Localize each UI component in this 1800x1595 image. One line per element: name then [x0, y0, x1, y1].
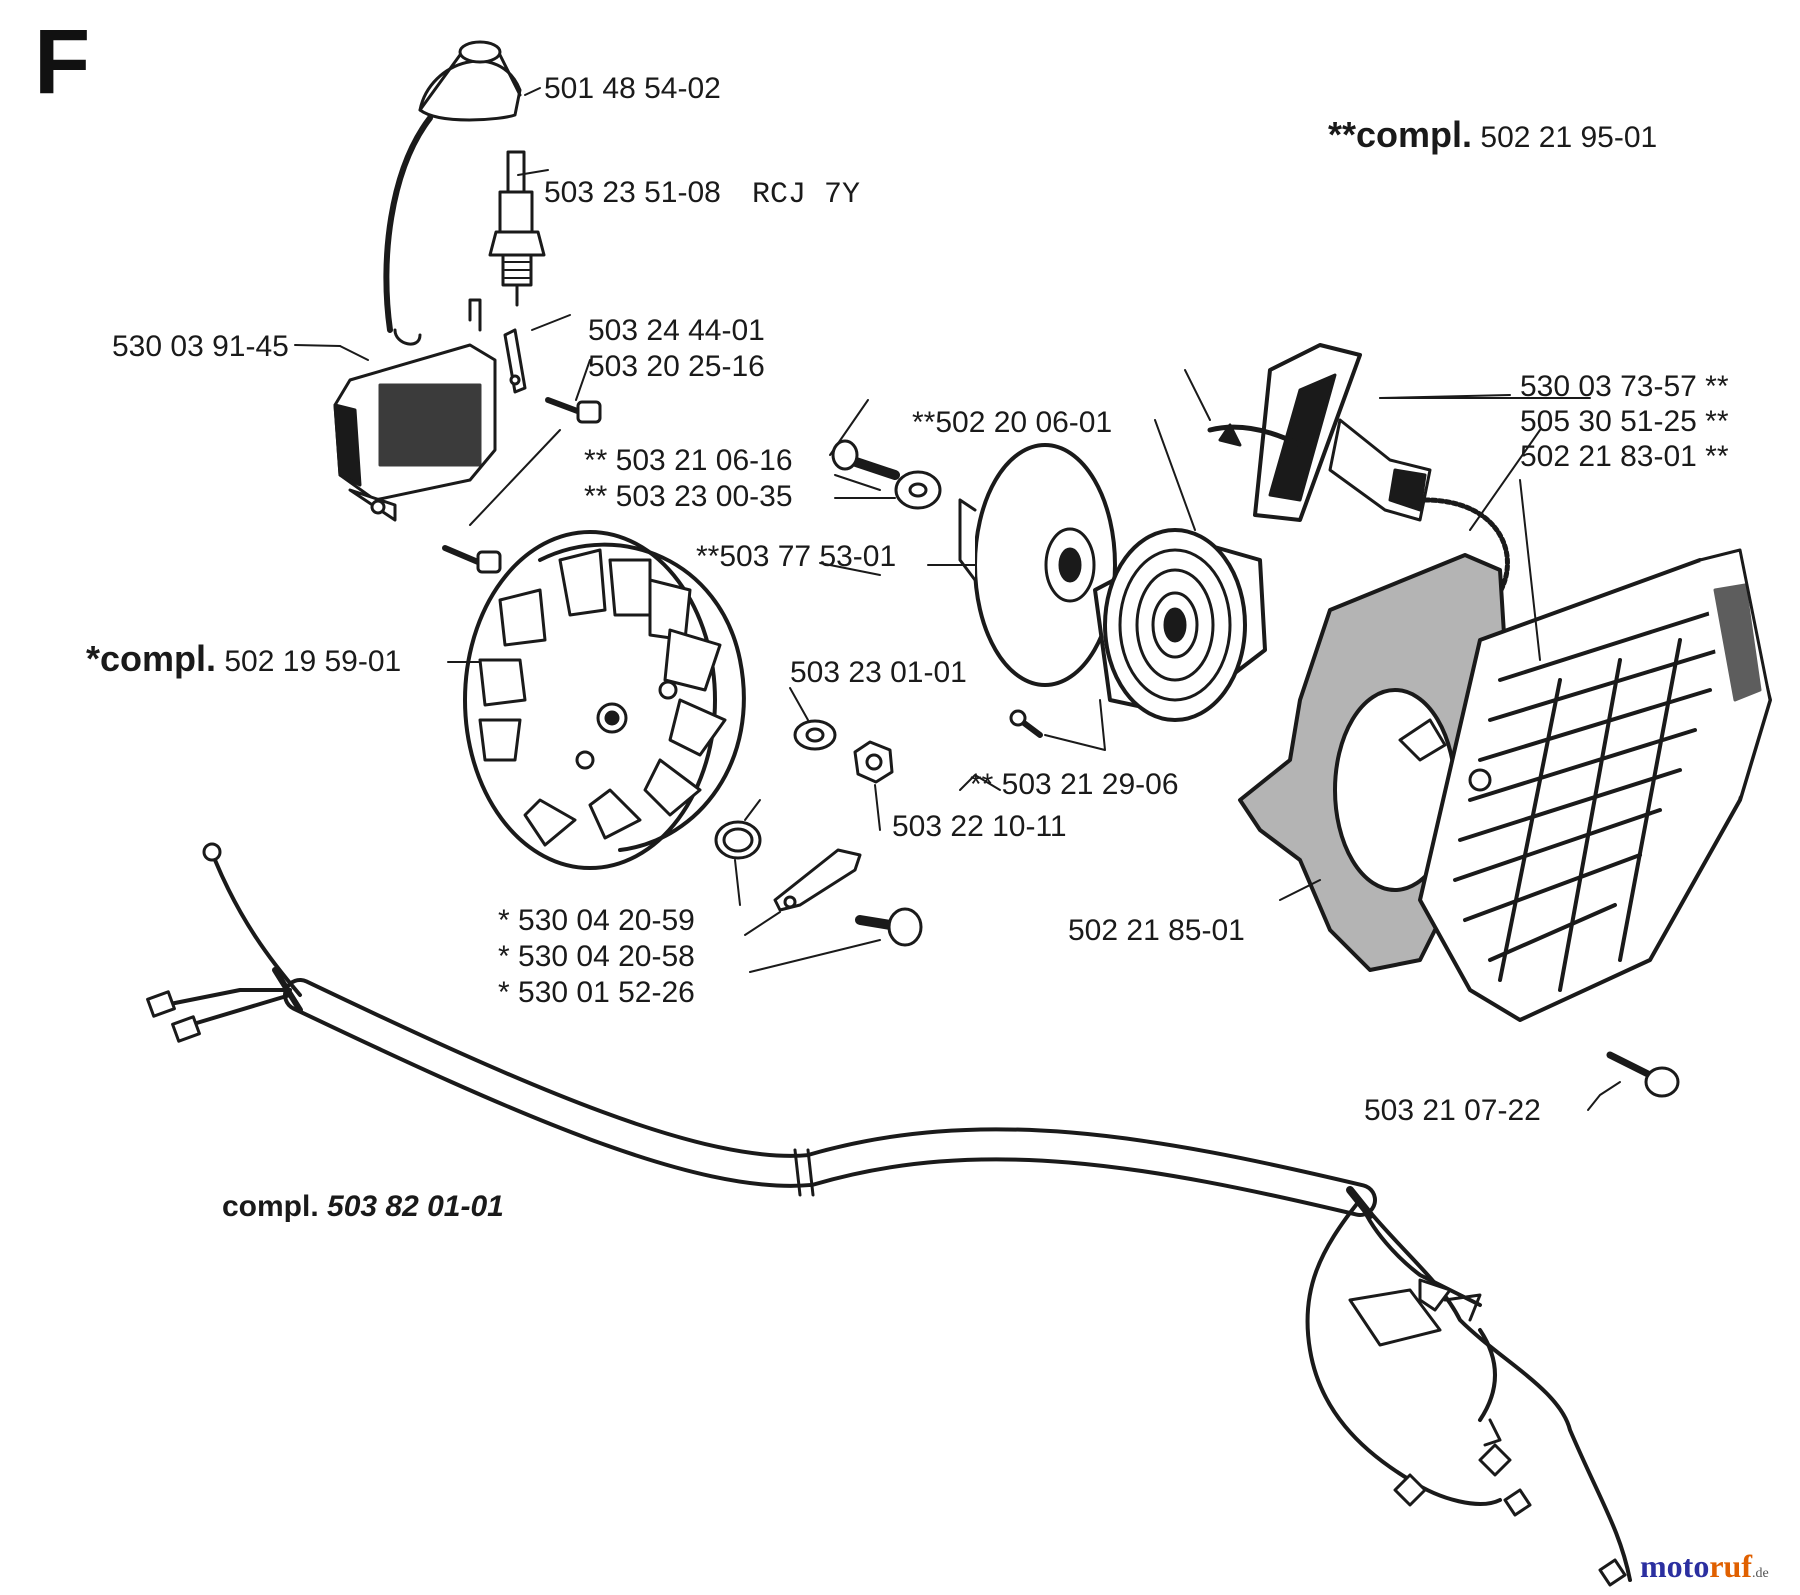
label-502-21-85-01: 502 21 85-01 [1068, 914, 1245, 947]
spark-plug [488, 150, 549, 307]
compl-prefix-harness: compl. [222, 1190, 319, 1223]
label-503-23-01-01: 503 23 01-01 [790, 656, 967, 689]
starter-pulley-washer [834, 470, 942, 510]
flywheel [447, 530, 746, 870]
watermark-suffix: .de [1751, 1566, 1769, 1581]
pawl-spring [714, 799, 762, 906]
label-503-23-51-08: 503 23 51-08 [544, 176, 721, 209]
label-530-04-20-59: * 530 04 20-59 [498, 904, 695, 937]
label-530-03-91-45: 530 03 91-45 [112, 330, 289, 363]
label-503-20-25-16: 503 20 25-16 [588, 350, 765, 383]
starter-pawl [744, 848, 862, 936]
housing-screw [959, 699, 1106, 791]
starter-handle [1253, 343, 1591, 522]
rewind-spring-housing [1093, 419, 1267, 722]
flywheel-washer [789, 687, 837, 751]
compl-number-502-19-59-01: 502 19 59-01 [224, 645, 402, 678]
wiring-harness [146, 842, 1632, 1587]
starter-pulley-bolt [831, 439, 900, 491]
label-530-01-52-26: * 530 01 52-26 [498, 976, 695, 1009]
cover-screw [1587, 1051, 1680, 1111]
starter-cover [1238, 479, 1772, 1022]
label-compl-503-82-01-01: compl. 503 82 01-01 [222, 1190, 504, 1224]
label-502-20-06-01: **502 20 06-01 [912, 406, 1113, 439]
label-503-21-29-06: ** 503 21 29-06 [970, 768, 1179, 801]
compl-prefix-single-star: *compl. [86, 638, 217, 679]
pawl-pivot-bolt [749, 907, 923, 973]
spark-plug-boot [418, 40, 522, 122]
label-503-21-07-22: 503 21 07-22 [1364, 1094, 1541, 1127]
label-compl-502-21-95-01: **compl. 502 21 95-01 [1328, 117, 1658, 155]
watermark-main: moto [1640, 1548, 1710, 1584]
label-503-21-06-16: ** 503 21 06-16 [584, 444, 793, 477]
flywheel-nut [853, 740, 894, 831]
label-502-21-83-01: 502 21 83-01 ** [1520, 440, 1729, 473]
label-503-24-44-01: 503 24 44-01 [588, 314, 765, 347]
watermark-accent: ruf [1709, 1548, 1752, 1584]
label-503-22-10-11: 503 22 10-11 [892, 810, 1067, 843]
label-503-23-00-35: ** 503 23 00-35 [584, 480, 793, 513]
label-505-30-51-25: 505 30 51-25 ** [1520, 405, 1729, 438]
leader-lines [294, 87, 1511, 576]
compl-prefix-double-star: **compl. [1328, 114, 1473, 155]
label-rcj-7y: RCJ 7Y [752, 178, 861, 212]
starter-pulley [927, 443, 1117, 687]
label-501-48-54-02: 501 48 54-02 [544, 72, 721, 105]
ignition-module [333, 298, 497, 522]
ignition-screw-lower [442, 429, 561, 574]
compl-number-503-82-01-01: 503 82 01-01 [327, 1190, 504, 1223]
label-503-77-53-01: **503 77 53-01 [696, 540, 897, 573]
watermark-logo: motoruf.de [1640, 1548, 1769, 1585]
ignition-lead [383, 115, 433, 333]
label-compl-502-19-59-01: *compl. 502 19 59-01 [86, 641, 402, 679]
terminal-clip [503, 314, 571, 394]
label-530-04-20-58: * 530 04 20-58 [498, 940, 695, 973]
label-530-03-73-57: 530 03 73-57 ** [1520, 370, 1729, 403]
section-letter: F [34, 11, 91, 113]
compl-number-502-21-95-01: 502 21 95-01 [1480, 121, 1658, 154]
ignition-screw-upper [545, 359, 602, 424]
